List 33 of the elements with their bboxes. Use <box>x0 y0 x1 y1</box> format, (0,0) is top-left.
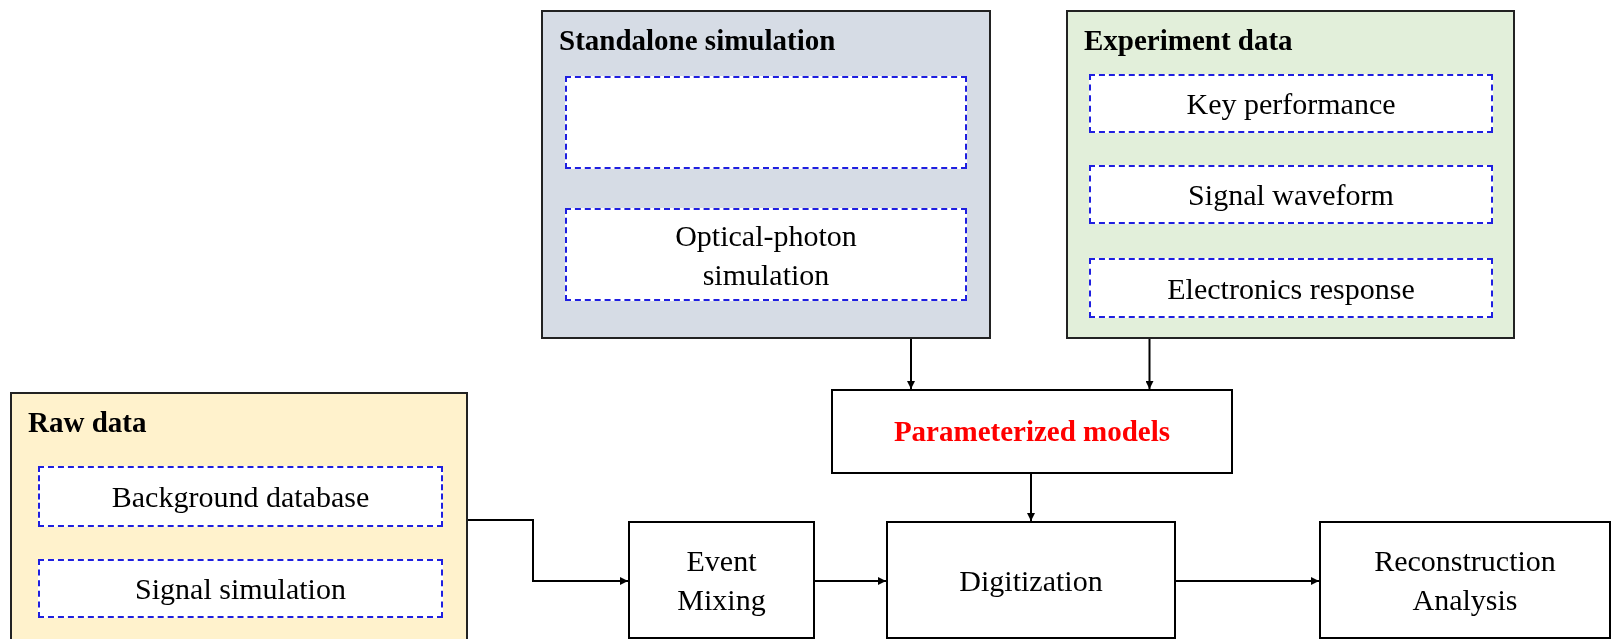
box-label: Signal simulation <box>134 571 347 607</box>
arrow <box>1145 338 1154 390</box>
dashed-item-box <box>38 559 443 618</box>
dashed-item-box <box>565 208 967 301</box>
panel-heading: Experiment data <box>1084 24 1293 57</box>
arrow <box>907 338 915 390</box>
arrow <box>1027 473 1035 522</box>
dashed-item-box <box>1089 74 1493 133</box>
arrow <box>1175 577 1320 585</box>
model-box <box>831 389 1233 474</box>
group-panel <box>541 10 991 339</box>
process-box <box>886 521 1176 639</box>
box-label: Digitization <box>958 562 1104 599</box>
box-label: Reconstruction Analysis <box>1373 543 1557 618</box>
dashed-item-box <box>1089 258 1493 318</box>
arrow <box>467 519 629 585</box>
box-label: Background database <box>110 479 371 515</box>
dashed-item-box <box>1089 165 1493 224</box>
box-label: Parameterized models <box>892 413 1172 449</box>
dashed-item-box <box>38 466 443 527</box>
box-label: Electronics response <box>1166 270 1416 307</box>
box-label: Event Mixing <box>676 543 767 618</box>
arrow <box>814 577 887 585</box>
group-panel <box>1066 10 1515 339</box>
panel-heading: Standalone simulation <box>559 24 836 57</box>
box-label: Signal waveform <box>1187 177 1395 213</box>
box-label: Optical-photon simulation <box>674 217 858 293</box>
group-panel <box>10 392 468 639</box>
dashed-item-box <box>565 76 967 169</box>
process-box <box>628 521 815 639</box>
box-label: Key performance <box>1185 86 1397 122</box>
process-box <box>1319 521 1611 639</box>
panel-heading: Raw data <box>28 406 147 439</box>
